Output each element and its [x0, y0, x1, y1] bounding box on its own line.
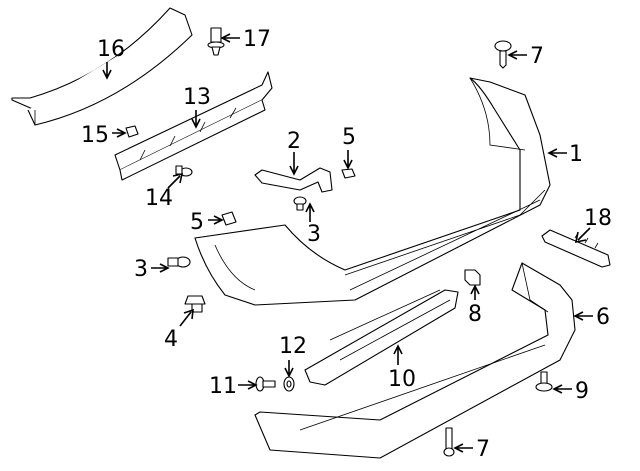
- part-bracket: [254, 167, 333, 193]
- callout-16: 16: [97, 37, 125, 62]
- callout-15: 15: [81, 123, 109, 148]
- callout-1: 1: [569, 142, 583, 167]
- callout-11: 11: [209, 374, 237, 399]
- part-reinforcement-beam: [11, 7, 193, 126]
- callout-17: 17: [243, 27, 271, 52]
- callout-18: 18: [584, 206, 612, 231]
- callout-13: 13: [183, 85, 211, 110]
- callout-5-top: 5: [342, 125, 356, 150]
- part-screw-3-left: [167, 256, 191, 268]
- callout-9: 9: [575, 379, 589, 404]
- callout-arrows: [102, 33, 593, 453]
- part-bolt-7-top: [494, 40, 512, 69]
- callout-14: 14: [145, 186, 173, 211]
- callout-3-left: 3: [134, 257, 148, 282]
- part-retainer: [184, 295, 206, 313]
- part-bolt-7-bottom: [443, 427, 455, 457]
- callout-8: 8: [468, 302, 482, 327]
- part-clip: [464, 269, 481, 286]
- callout-2: 2: [287, 129, 301, 154]
- part-bumper-cover: [194, 77, 551, 306]
- part-nut-5-top: [341, 168, 356, 179]
- callout-5-lower: 5: [190, 210, 204, 235]
- part-screw-14: [175, 165, 193, 177]
- part-nut-15: [125, 125, 139, 138]
- callout-7-top: 7: [530, 44, 544, 69]
- callout-7-bottom: 7: [476, 437, 490, 462]
- part-washer: [283, 376, 295, 392]
- part-reflector: [541, 229, 611, 268]
- part-bolt-11: [255, 376, 276, 392]
- callout-10: 10: [388, 367, 416, 392]
- callout-3-top: 3: [307, 222, 321, 247]
- part-skid-plate: [304, 289, 459, 386]
- callout-12: 12: [279, 334, 307, 359]
- part-screw-3-top: [293, 196, 307, 211]
- part-lower-valance: [254, 262, 576, 459]
- callout-6: 6: [596, 305, 610, 330]
- part-rivet: [535, 371, 553, 392]
- part-bolt-17: [207, 27, 225, 56]
- callout-4: 4: [164, 327, 178, 352]
- part-nut-5-lower: [221, 211, 237, 226]
